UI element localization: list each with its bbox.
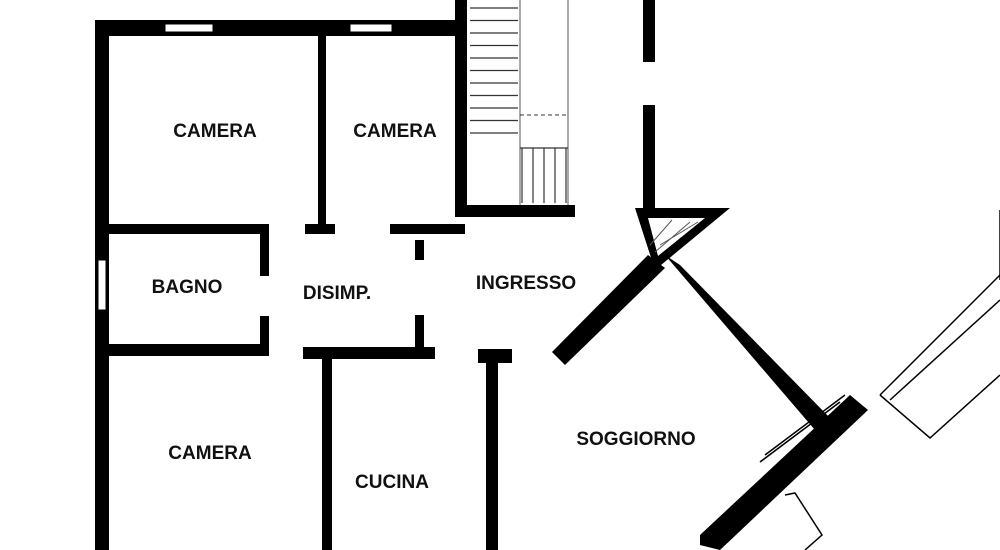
- wall-between-cameras: [318, 36, 326, 224]
- balcony-outline-inner: [889, 299, 1000, 401]
- window-bagno: [97, 259, 107, 311]
- label-ingresso: INGRESSO: [476, 273, 576, 294]
- wall-camera2-bottom: [390, 224, 465, 234]
- wall-stair-bottom: [455, 205, 575, 217]
- column-hatch-1: [649, 219, 673, 246]
- balcony-bottom: [784, 492, 823, 550]
- label-camera-top-right: CAMERA: [353, 121, 437, 142]
- internal-walls: [109, 36, 512, 550]
- wall-door-stub-1: [305, 224, 335, 234]
- wall-bagno-right-bottom: [260, 316, 269, 356]
- wall-cucina-top: [303, 347, 435, 359]
- wall-disimp-right: [415, 240, 424, 260]
- column-hatch-3: [659, 221, 699, 246]
- window-camera-right: [349, 23, 393, 33]
- label-camera-bottom: CAMERA: [168, 443, 252, 464]
- column-triangle-inner: [648, 218, 705, 256]
- staircase: [470, 0, 569, 205]
- balcony: [759, 210, 1000, 550]
- wall-disimp-right-low: [415, 315, 424, 355]
- window-soggiorno-2: [759, 401, 841, 463]
- windows-top: [97, 23, 393, 311]
- room-labels: CAMERA CAMERA BAGNO DISIMP. INGRESSO CAM…: [152, 121, 696, 493]
- balcony-outline: [879, 274, 1000, 396]
- wall-right-upper: [643, 0, 655, 62]
- stair-steps: [470, 7, 518, 134]
- wall-diag-right: [665, 255, 830, 430]
- wall-stair-left: [455, 0, 467, 215]
- label-soggiorno: SOGGIORNO: [576, 429, 695, 450]
- wall-bagno-right-top: [260, 224, 269, 276]
- balcony-edge: [879, 374, 1000, 439]
- label-camera-top-left: CAMERA: [173, 121, 257, 142]
- diagonal-walls: [552, 208, 868, 550]
- window-camera-left: [164, 23, 214, 33]
- wall-cucina-left: [322, 359, 332, 550]
- wall-right-mid: [643, 105, 655, 210]
- wall-diag-outer: [700, 395, 868, 550]
- wall-top-outer: [95, 20, 465, 36]
- window-soggiorno-1: [764, 394, 846, 456]
- label-cucina: CUCINA: [355, 472, 429, 493]
- wall-cucina-right: [486, 349, 498, 550]
- wall-diag-left: [552, 255, 665, 365]
- stair-steps-lower: [520, 114, 568, 203]
- label-bagno: BAGNO: [152, 277, 223, 298]
- wall-camera-bottom: [109, 224, 269, 234]
- label-disimpegno: DISIMP.: [303, 283, 371, 304]
- wall-bagno-bottom: [109, 344, 269, 356]
